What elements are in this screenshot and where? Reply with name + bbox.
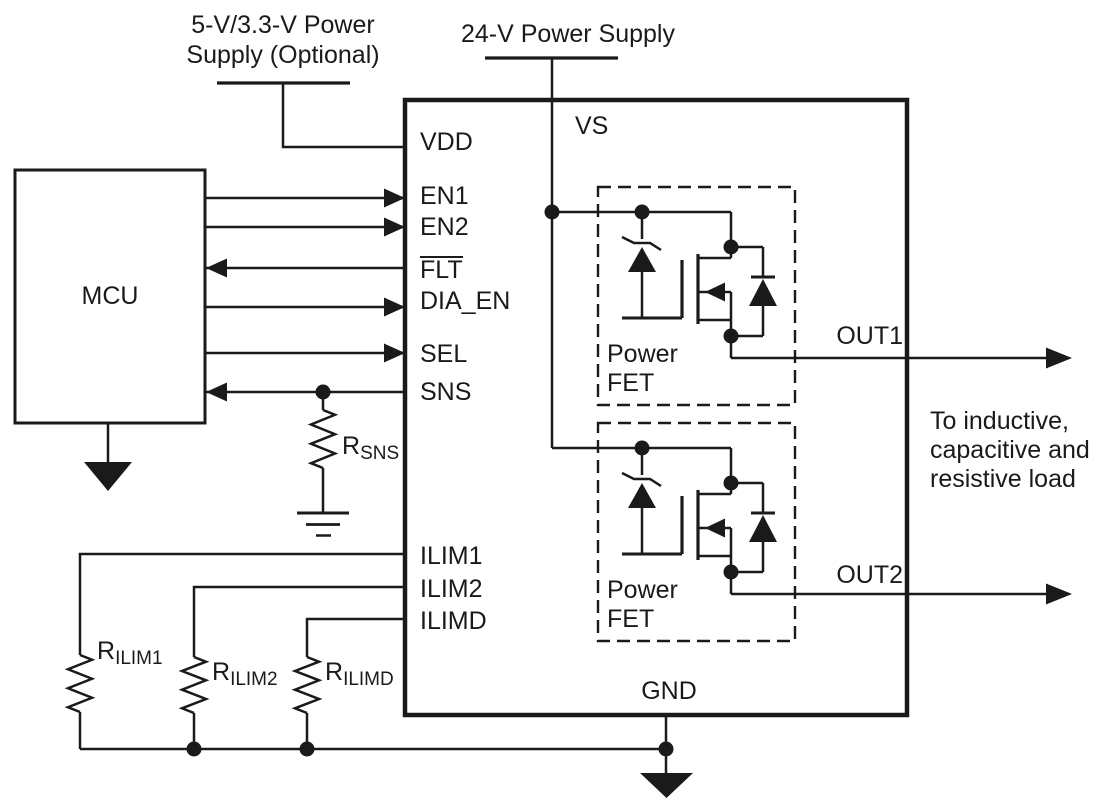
pin-label-sns: SNS [420,378,472,406]
load-note-line3: resistive load [930,465,1076,493]
pin-label-ilim2: ILIM2 [420,575,483,603]
pin-label-en2: EN2 [420,213,469,241]
rilim2-sub: ILIM2 [230,669,278,690]
mcu-box [13,168,207,425]
gnd-branch [640,715,693,798]
mcu-label: MCU [81,282,139,310]
sns-wire [205,382,405,402]
rsns-branch [297,392,349,537]
pin-label-flt: FLT [420,256,463,283]
pin-label-out1: OUT1 [836,322,903,350]
pin-label-sel: SEL [420,340,468,368]
load-note: To inductive, capacitive and resistive l… [930,407,1090,494]
power-fet-2-line2: FET [607,605,655,633]
pin-label-gnd: GND [641,677,697,705]
supply-optional-line1: 5-V/3.3-V Power [191,11,375,39]
mcu-ground [84,423,132,491]
ic-box [402,97,910,718]
power-fet-1-line1: Power [607,340,678,368]
pin-label-en1: EN1 [420,182,469,210]
power-fet-1-line2: FET [607,369,655,397]
en1-wire [205,188,405,208]
pin-label-ilim1: ILIM1 [420,542,483,570]
load-note-line1: To inductive, [930,407,1069,435]
arrowhead-right-icon [384,217,405,237]
rsns-sub: SNS [360,443,400,464]
supply-optional-label: 5-V/3.3-V Power Supply (Optional) [158,10,408,70]
resistor-rilimd-icon [291,655,323,715]
supply-optional-line2: Supply (Optional) [186,41,380,69]
en2-wire [205,217,405,237]
rilimd-base: R [325,658,344,686]
arrowhead-right-icon [384,297,405,317]
rilim2-base: R [212,658,231,686]
supply-optional-symbol [217,81,405,149]
flt-wire [205,258,405,278]
rilim1-sub: ILIM1 [115,648,163,669]
pin-label-vs: VS [575,112,609,140]
pin-label-vdd: VDD [420,128,473,156]
resistor-rsns-label: RSNS [342,432,400,465]
resistor-rilim2-label: RILIM2 [212,658,278,691]
rilimd-sub: ILIMD [343,669,394,690]
resistor-rsns-icon [307,408,339,470]
rilim1-base: R [97,637,116,665]
power-fet-2-line1: Power [607,576,678,604]
supply-24v-symbol [485,56,618,448]
earth-ground-icon [297,511,349,537]
arrowhead-left-icon [206,258,227,278]
ground-arrow-icon [84,462,132,491]
arrowhead-right-icon [384,343,405,363]
rsns-base: R [342,432,361,460]
ilim2-branch [178,585,405,757]
pin-label-out2: OUT2 [836,561,903,589]
ground-arrow-icon [640,773,693,798]
resistor-rilim2-icon [178,655,210,715]
dia-en-wire [205,297,405,317]
pin-label-dia-en: DIA_EN [420,287,511,315]
sel-wire [205,343,405,363]
supply-24v-label: 24-V Power Supply [460,20,675,48]
junction-dot [658,741,674,757]
pin-label-ilimd: ILIMD [420,607,487,635]
ilim1-branch [64,552,405,749]
resistor-rilimd-label: RILIMD [325,658,394,691]
resistor-rilim1-icon [64,653,96,714]
arrowhead-left-icon [206,382,227,402]
load-note-line2: capacitive and [930,436,1090,464]
power-fet-2-label: Power FET [607,576,678,634]
flt-overline-text: FLT [420,256,463,284]
resistor-rilim1-label: RILIM1 [97,637,163,670]
power-fet-1-label: Power FET [607,340,678,398]
arrowhead-right-icon [384,188,405,208]
